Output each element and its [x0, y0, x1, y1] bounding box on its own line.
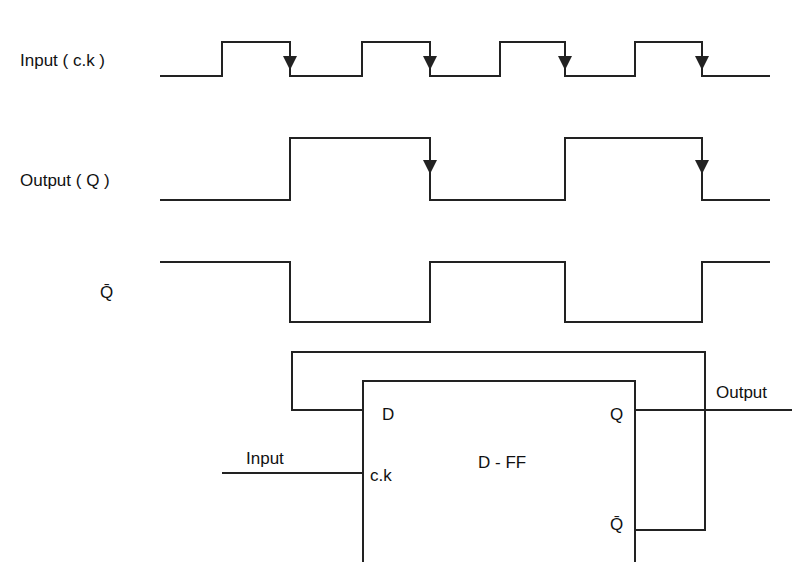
pin-name: c.k [370, 467, 392, 484]
signal-name: Output ( Q ) [20, 172, 110, 189]
pin-name: Q̄ [610, 516, 623, 533]
qbar-waveform [160, 262, 770, 322]
flip-flop-box: D - FF Dc.k Q Q̄ [362, 380, 636, 562]
input-wire [222, 472, 362, 474]
falling-edge-arrows [283, 56, 709, 174]
block-name: D - FF [478, 454, 526, 471]
pin-name: Q [610, 406, 623, 423]
pin-name: Output [716, 384, 767, 401]
output-wire [636, 409, 792, 411]
q-waveform [160, 138, 770, 200]
signal-name: Q̄ [100, 284, 113, 301]
pin-name: Input [246, 450, 284, 467]
pin-name: D [382, 406, 394, 423]
signal-name: Input ( c.k ) [20, 52, 105, 69]
clock-waveform [160, 42, 770, 76]
